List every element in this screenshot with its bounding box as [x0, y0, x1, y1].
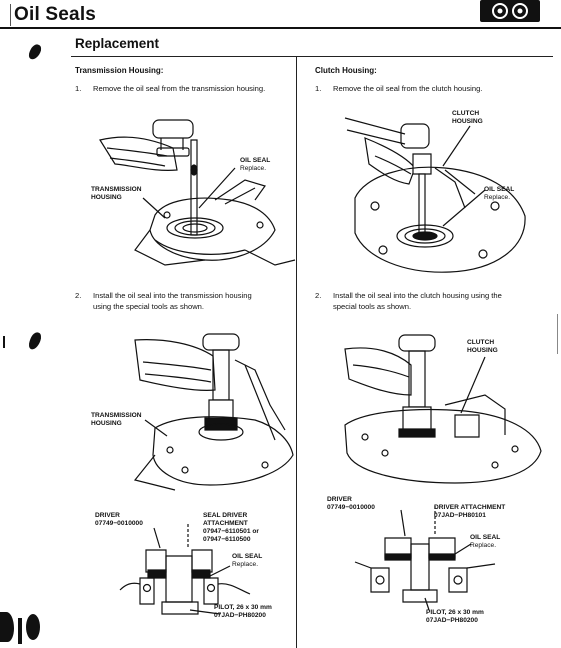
- step-text: special tools as shown.: [333, 302, 412, 311]
- transmission-logo-icon: [480, 0, 540, 22]
- binder-hole-mark: [18, 618, 22, 644]
- section-rule: [71, 56, 553, 57]
- attachment-part-number: 07947−6110500: [203, 536, 251, 543]
- step-number: 1.: [315, 84, 322, 93]
- pilot-label: PILOT, 26 x 30 mm: [426, 609, 484, 616]
- left-step-2: 2. Install the oil seal into the transmi…: [75, 290, 293, 314]
- binder-hole-mark: [27, 330, 43, 352]
- step-text: Install the oil seal into the clutch hou…: [333, 291, 502, 300]
- pilot-label: PILOT, 26 x 30 mm: [214, 604, 272, 611]
- step-number: 1.: [75, 84, 82, 93]
- step-text: Install the oil seal into the transmissi…: [93, 291, 252, 300]
- replace-note: Replace.: [232, 561, 259, 568]
- oil-seal-label: OIL SEAL: [240, 157, 271, 164]
- step-number: 2.: [75, 291, 82, 300]
- clutch-housing-label: HOUSING: [467, 347, 498, 354]
- right-step-2: 2. Install the oil seal into the clutch …: [315, 290, 553, 314]
- binder-hole-mark: [26, 614, 40, 640]
- binder-tick: [10, 4, 11, 26]
- pilot-part-number: 07JAD−PH80200: [214, 612, 266, 619]
- replace-note: Replace.: [240, 165, 267, 172]
- clutch-housing-heading: Clutch Housing:: [315, 66, 377, 75]
- attachment-label: DRIVER ATTACHMENT: [434, 504, 506, 511]
- right-step-1: 1. Remove the oil seal from the clutch h…: [315, 83, 551, 95]
- step-text: using the special tools as shown.: [93, 302, 205, 311]
- attachment-part-number: 07947−6110501 or: [203, 528, 259, 535]
- install-seal-clutch-illustration: [335, 325, 545, 485]
- driver-part-number: 07749−0010000: [327, 504, 375, 511]
- pilot-part-number: 07JAD−PH80200: [426, 617, 478, 624]
- oil-seal-label: OIL SEAL: [470, 534, 501, 541]
- transmission-housing-label: HOUSING: [91, 194, 122, 201]
- transmission-housing-heading: Transmission Housing:: [75, 66, 164, 75]
- column-divider: [296, 57, 297, 648]
- page-title: Oil Seals: [14, 4, 97, 25]
- step-number: 2.: [315, 291, 322, 300]
- transmission-housing-label: HOUSING: [91, 420, 122, 427]
- binder-hole-mark: [3, 336, 5, 348]
- driver-tool-cross-section: [345, 506, 525, 616]
- attachment-label: SEAL DRIVER: [203, 512, 248, 519]
- clutch-housing-label: HOUSING: [452, 118, 483, 125]
- remove-seal-clutch-illustration: [335, 98, 545, 278]
- replace-note: Replace.: [484, 194, 511, 201]
- driver-tool-cross-section: [110, 520, 290, 620]
- driver-label: DRIVER: [327, 496, 352, 503]
- left-step-1: 1. Remove the oil seal from the transmis…: [75, 83, 290, 95]
- binder-hole-mark: [0, 612, 14, 642]
- remove-seal-transmission-illustration: [95, 100, 295, 270]
- driver-part-number: 07749−0010000: [95, 520, 143, 527]
- oil-seal-label: OIL SEAL: [484, 186, 515, 193]
- binder-tick: [557, 314, 558, 354]
- driver-label: DRIVER: [95, 512, 120, 519]
- transmission-housing-label: TRANSMISSION: [91, 186, 142, 193]
- replace-note: Replace.: [470, 542, 497, 549]
- step-text: Remove the oil seal from the clutch hous…: [333, 84, 483, 93]
- header-rule: [0, 27, 561, 29]
- install-seal-transmission-illustration: [95, 320, 295, 490]
- transmission-housing-label: TRANSMISSION: [91, 412, 142, 419]
- section-title: Replacement: [75, 36, 160, 51]
- attachment-label: ATTACHMENT: [203, 520, 248, 527]
- clutch-housing-label: CLUTCH: [467, 339, 495, 346]
- attachment-part-number: 07JAD−PH80101: [434, 512, 486, 519]
- clutch-housing-label: CLUTCH: [452, 110, 480, 117]
- oil-seal-label: OIL SEAL: [232, 553, 263, 560]
- step-text: Remove the oil seal from the transmissio…: [93, 84, 266, 93]
- binder-hole-mark: [27, 42, 43, 62]
